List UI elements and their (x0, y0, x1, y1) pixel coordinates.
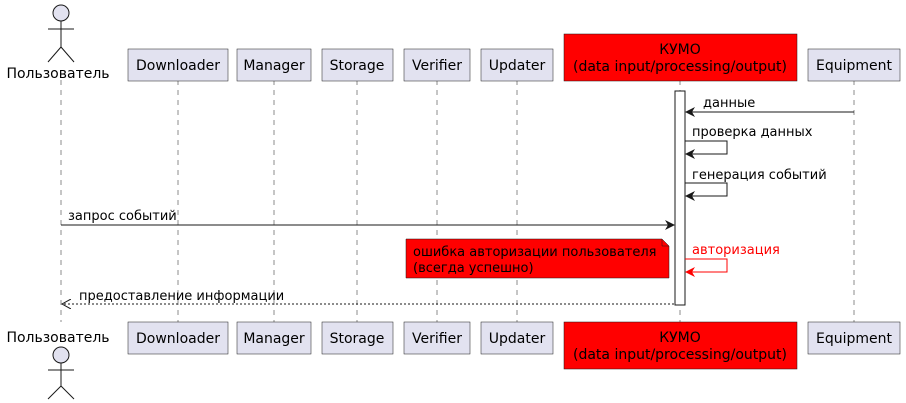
participant-kumo-label-line2: (data input/processing/output) (573, 59, 787, 75)
participant-downloader-label-bottom: Downloader (136, 331, 220, 347)
message-label-generate-events: генерация событий (692, 168, 827, 183)
participant-downloader-label: Downloader (136, 58, 220, 74)
participant-equipment-bottom: Equipment (807, 321, 901, 355)
message-label-authorization: авторизация (692, 243, 780, 258)
actor-user-bottom (47, 346, 75, 400)
participant-kumo-label-line1: КУМО (659, 42, 701, 58)
participant-storage-bottom: Storage (321, 321, 394, 355)
participant-storage-label: Storage (330, 58, 385, 74)
participant-verifier-label: Verifier (412, 58, 462, 74)
lifelines (60, 80, 855, 322)
participant-kumo-top: КУМО (data input/processing/output) (563, 33, 798, 82)
participant-equipment-label: Equipment (816, 58, 893, 74)
participant-updater-label-bottom: Updater (489, 331, 546, 347)
participant-updater-label: Updater (489, 58, 546, 74)
participant-user-label-top: Пользователь (6, 66, 109, 82)
participant-manager-top: Manager (236, 48, 312, 82)
participant-user-label-bottom: Пользователь (6, 330, 109, 346)
message-arrow-authorization (685, 258, 728, 277)
message-label-check-data: проверка данных (692, 125, 813, 140)
participant-downloader-top: Downloader (127, 48, 229, 82)
note-line-1: ошибка авторизации пользователя (413, 245, 657, 260)
participant-kumo-label-line1-bottom: КУМО (659, 330, 701, 346)
participant-equipment-label-bottom: Equipment (816, 331, 893, 347)
participant-verifier-label-bottom: Verifier (412, 331, 462, 347)
message-arrow-check-data (685, 140, 728, 159)
participant-verifier-top: Verifier (403, 48, 471, 82)
participant-manager-bottom: Manager (236, 321, 312, 355)
actor-head-icon (52, 346, 70, 364)
participant-kumo-bottom: КУМО (data input/processing/output) (563, 321, 798, 370)
participant-kumo-label-line2-bottom: (data input/processing/output) (573, 347, 787, 363)
activation-bar-kumo (674, 90, 686, 306)
note-line-2: (всегда успешно) (413, 261, 534, 276)
message-label-request-events: запрос событий (68, 209, 177, 224)
actor-user-top (47, 4, 75, 63)
participant-equipment-top: Equipment (807, 48, 901, 82)
participant-downloader-bottom: Downloader (127, 321, 229, 355)
participant-verifier-bottom: Verifier (403, 321, 471, 355)
participant-storage-top: Storage (321, 48, 394, 82)
message-label-data: данные (703, 96, 755, 111)
note-auth-error: ошибка авторизации пользователя (всегда … (405, 238, 670, 279)
participant-storage-label-bottom: Storage (330, 331, 385, 347)
message-arrow-generate-events (685, 182, 728, 201)
actor-head-icon (52, 4, 70, 22)
participant-manager-label: Manager (243, 58, 305, 74)
message-label-provide-info: предоставление информации (79, 289, 284, 304)
participant-updater-top: Updater (480, 48, 554, 82)
participant-updater-bottom: Updater (480, 321, 554, 355)
participant-manager-label-bottom: Manager (243, 331, 305, 347)
